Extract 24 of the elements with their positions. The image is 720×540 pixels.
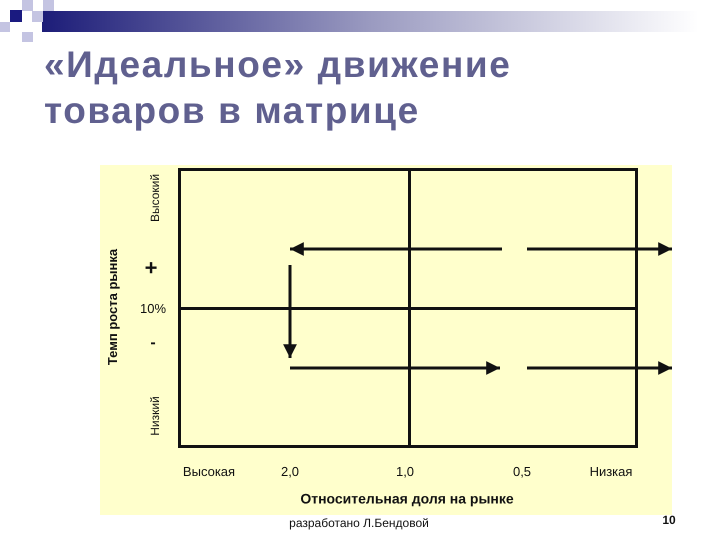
arrow: [290, 361, 500, 375]
matrix-quadrant: [408, 168, 638, 310]
matrix-quadrant: [408, 307, 638, 448]
tick-label: 2,0: [280, 464, 300, 480]
axis-label: Низкая: [590, 464, 632, 480]
arrow: [283, 265, 297, 358]
axis-label: Высокая: [182, 464, 236, 480]
axis-title: Темп роста рынка: [105, 248, 121, 366]
axis-label: 10%: [140, 301, 166, 317]
axis-label: +: [144, 255, 158, 281]
matrix-quadrant: [178, 307, 411, 448]
footer-note: разработано Л.Бендовой: [289, 516, 429, 530]
axis-title: Относительная доля на рынке: [300, 490, 514, 508]
axis-label: -: [150, 334, 156, 352]
arrow: [527, 242, 672, 256]
axis-label: Высокий: [148, 174, 162, 222]
tick-label: 0,5: [512, 464, 532, 480]
arrow: [527, 361, 672, 375]
arrow: [290, 242, 502, 256]
tick-label: 1,0: [396, 464, 414, 480]
slide-title: «Идеальное» движение товаров в матрице: [44, 43, 512, 133]
matrix-quadrant: [178, 168, 411, 310]
axis-label: Низкий: [148, 396, 162, 436]
page-number: 10: [662, 513, 676, 527]
